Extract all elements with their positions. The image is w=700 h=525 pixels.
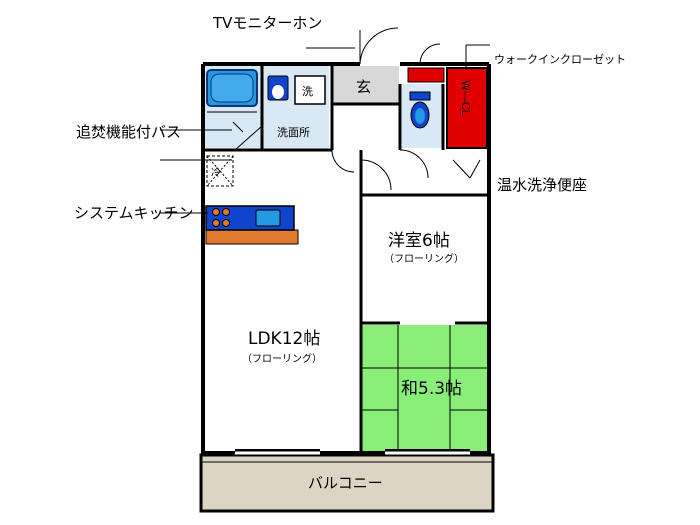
- western-room-name: 洋室6帖: [388, 231, 450, 251]
- western-room-floor: （フローリング）: [384, 252, 464, 265]
- balcony-area: [199, 453, 495, 513]
- reheating-bath-label: 追焚機能付バス: [76, 123, 181, 141]
- fridge-label: 冷: [211, 166, 221, 179]
- system-kitchen-label: システムキッチン: [74, 204, 194, 222]
- interior-walls: [203, 64, 489, 451]
- balcony-windows: [235, 449, 470, 455]
- washbasin: [267, 75, 289, 101]
- entrance-bg: [333, 66, 399, 104]
- tatami-lines: [361, 325, 487, 451]
- entrance-label: 玄: [356, 78, 371, 96]
- door-swings: [234, 27, 481, 191]
- wic-label: W―CL: [459, 80, 472, 117]
- washroom-label: 洗面所: [277, 126, 310, 139]
- japanese-room-name: 和5.3帖: [401, 379, 462, 399]
- system-kitchen-counter: [205, 205, 299, 245]
- warm-water-toilet-label: 温水洗浄便座: [497, 176, 587, 194]
- closet-shelf: [407, 67, 445, 83]
- balcony-name: バルコニー: [308, 474, 383, 492]
- tv-monitor-intercom-label: TVモニターホン: [212, 14, 322, 32]
- walk-in-closet-label: ウォークインクローゼット: [494, 53, 626, 66]
- ldk-name: LDK12帖: [248, 329, 320, 349]
- washing-machine: 洗: [294, 75, 326, 105]
- washer-label: 洗: [302, 85, 313, 98]
- walk-in-closet: [446, 67, 488, 149]
- japanese-room-area: [361, 325, 487, 451]
- leader-lines: [160, 44, 490, 214]
- ldk-floor: （フローリング）: [242, 352, 322, 365]
- toilet-fixture: [409, 91, 431, 129]
